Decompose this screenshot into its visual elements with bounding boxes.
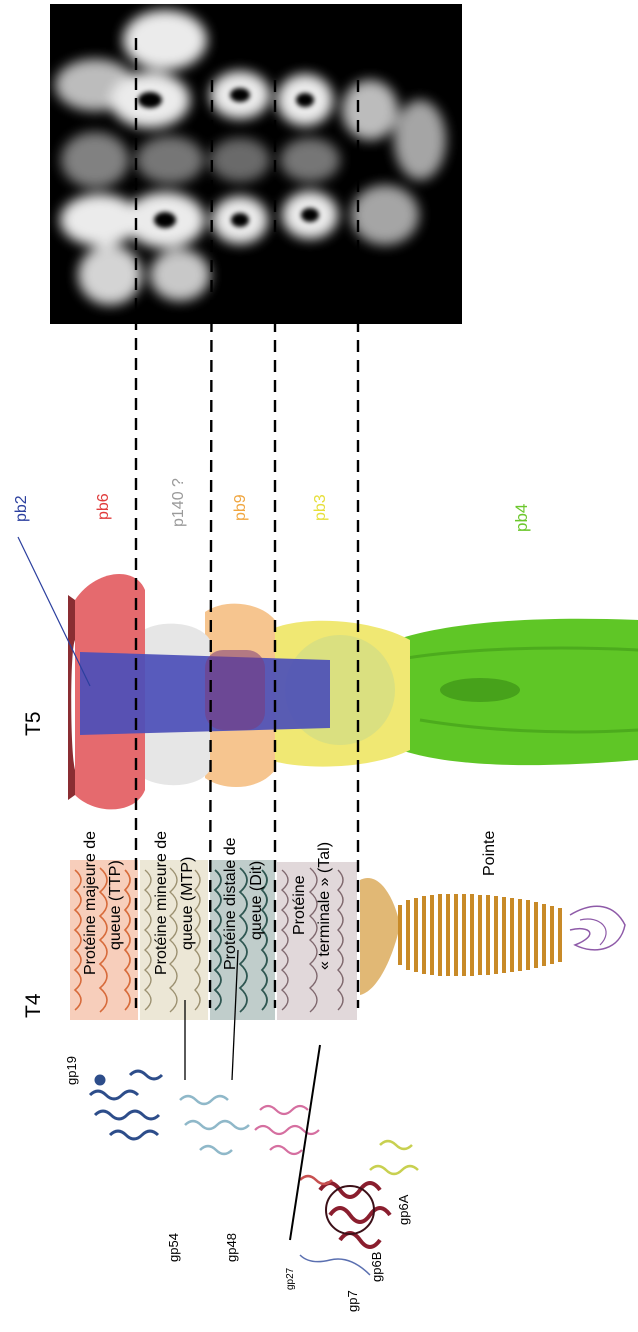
label-pb2: pb2 (13, 495, 30, 522)
label-pb3: pb3 (312, 494, 329, 521)
label-pb9: pb9 (232, 494, 249, 521)
protein-mtp-line2: queue (MTP) (179, 857, 196, 950)
label-p140: p140 ? (170, 478, 187, 527)
label-pb6: pb6 (95, 493, 112, 520)
header-t5: T5 (22, 711, 45, 736)
t5-surface-model (17, 536, 638, 810)
gp6-gp7-domain (299, 1139, 419, 1276)
label-gp19: gp19 (64, 1056, 79, 1085)
label-gp27: gp27 (285, 1267, 296, 1290)
label-pointe: Pointe (481, 831, 498, 876)
protein-mtp-line1: Protéine mineure de (153, 831, 170, 975)
pb2-pointer-line (17, 536, 91, 687)
protein-ttp-line1: Protéine majeure de (82, 831, 99, 975)
gp27-domain (254, 1104, 320, 1156)
gp48-helix-domain (179, 1094, 250, 1156)
t4-spike (360, 878, 626, 995)
text-labels: T4 T5 pb2 pb6 p140 ? pb9 pb3 pb4 Protéin… (13, 478, 531, 1312)
label-gp48: gp48 (224, 1233, 239, 1262)
domain-divider-lines (134, 38, 360, 1009)
gp48-pointer-line (231, 949, 239, 1081)
header-t4: T4 (22, 993, 45, 1018)
em-holes (138, 88, 319, 228)
protein-ttp-line2: queue (TTP) (107, 860, 124, 950)
gp27-pointer-line (289, 1044, 321, 1241)
protein-tal-line2: « terminale » (Tal) (316, 842, 333, 970)
label-gp6a: gp6A (396, 1194, 411, 1225)
gp19-helix-domain (88, 1069, 164, 1141)
label-gp7: gp7 (345, 1290, 360, 1312)
divider-mtp-dit (208, 79, 214, 1009)
em-density (55, 10, 446, 305)
protein-tal-line1: Protéine (291, 875, 308, 935)
protein-dit-line2: queue (Dit) (248, 861, 265, 940)
cryo-em-image (50, 4, 462, 324)
label-gp54: gp54 (166, 1233, 181, 1262)
t4-atomic-model (70, 860, 626, 1276)
protein-dit-line1: Protéine distale de (222, 837, 239, 970)
label-pb4: pb4 (512, 504, 531, 532)
label-gp6b: gp6B (369, 1252, 384, 1282)
